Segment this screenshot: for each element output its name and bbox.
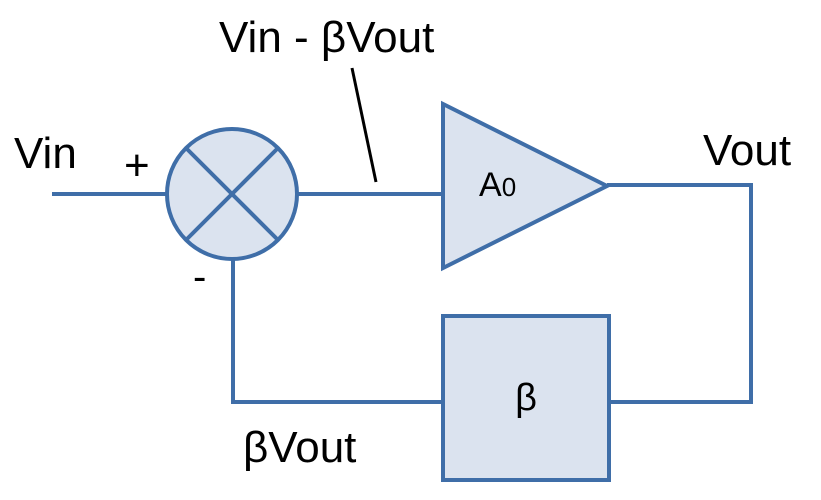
feedback-block: β [441, 314, 611, 482]
feedback-wire [231, 255, 443, 404]
output-wire [607, 183, 753, 404]
feedback-signal-label: βVout [243, 423, 356, 472]
amplifier-block: A0 [441, 100, 612, 272]
amplifier-label-subscript: 0 [502, 172, 516, 202]
wires [52, 183, 753, 404]
amplifier-label-base: A [479, 166, 502, 204]
output-label: Vout [703, 126, 791, 175]
feedback-block-rect [441, 314, 611, 482]
minus-sign: - [193, 255, 206, 299]
summing-junction-cross-b [184, 146, 280, 242]
summing-junction [165, 127, 299, 261]
amplifier-label: A0 [479, 166, 516, 204]
error-signal-label: Vin - βVout [219, 13, 434, 62]
amplifier-triangle [441, 100, 612, 272]
input-label: Vin [14, 129, 77, 178]
plus-sign: + [124, 141, 150, 190]
feedback-block-label: β [515, 377, 537, 419]
error-signal-leader-line [350, 67, 378, 183]
